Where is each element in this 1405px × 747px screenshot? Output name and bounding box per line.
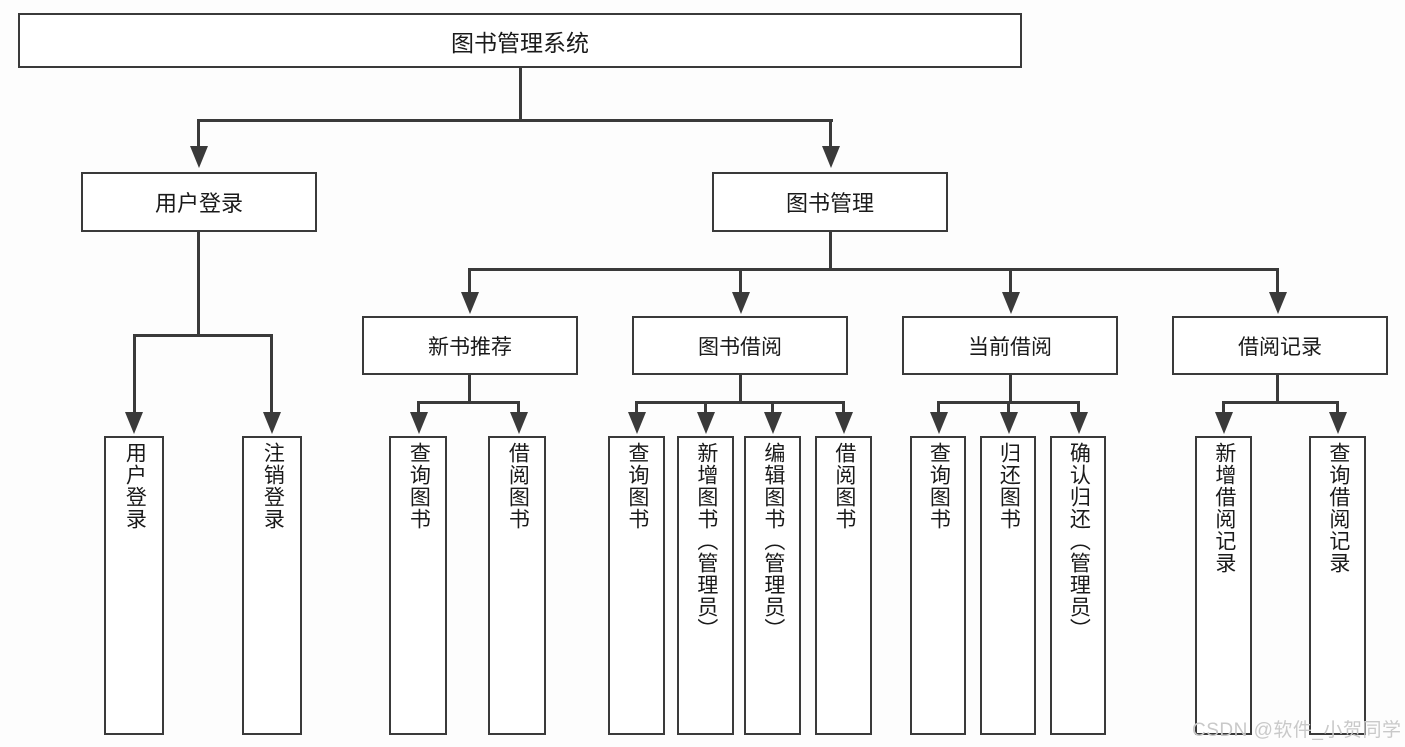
arrowhead-leaf-edit-book	[764, 412, 782, 434]
node-label: 注销登录	[261, 442, 285, 530]
connector-bb-drop-4	[842, 401, 845, 414]
arrowhead-leaf-query-book-2	[628, 412, 646, 434]
connector-user-login-drop-1	[133, 334, 136, 414]
node-root-system[interactable]: 图书管理系统	[18, 13, 1022, 68]
arrowhead-leaf-query-book-1	[410, 412, 428, 434]
connector-nbr-stem	[468, 375, 471, 403]
node-label: 图书管理	[785, 191, 874, 216]
node-label: 查询图书	[407, 442, 431, 530]
connector-br-bus	[1222, 401, 1339, 404]
arrowhead-leaf-return-book	[1000, 412, 1018, 434]
node-label: 确认归还（管理员）	[1067, 442, 1091, 640]
arrowhead-book-borrow	[732, 292, 750, 314]
arrowhead-leaf-query-record	[1329, 412, 1347, 434]
arrowhead-leaf-logout	[263, 412, 281, 434]
node-label: 新书推荐	[428, 335, 512, 359]
arrowhead-user-login	[190, 146, 208, 168]
node-borrow-record[interactable]: 借阅记录	[1172, 316, 1388, 375]
connector-cb-drop-3	[1077, 401, 1080, 414]
connector-bb-stem	[739, 375, 742, 403]
node-leaf-user-login[interactable]: 用户登录	[104, 436, 164, 735]
connector-bm-drop-new-book-rec	[468, 268, 471, 294]
node-label: 查询图书	[927, 442, 951, 530]
node-leaf-logout[interactable]: 注销登录	[242, 436, 302, 735]
connector-nbr-drop-2	[517, 401, 520, 414]
connector-br-stem	[1276, 375, 1279, 403]
arrowhead-current-borrow	[1002, 292, 1020, 314]
node-label: 编辑图书（管理员）	[761, 442, 785, 640]
connector-root-to-user-login	[197, 119, 200, 148]
node-label: 当前借阅	[968, 335, 1052, 359]
connector-br-drop-2	[1336, 401, 1339, 414]
connector-cb-stem	[1009, 375, 1012, 403]
arrowhead-book-manage	[822, 146, 840, 168]
connector-nbr-bus	[417, 401, 520, 404]
node-leaf-query-book-2[interactable]: 查询图书	[608, 436, 665, 735]
node-leaf-borrow-book-1[interactable]: 借阅图书	[488, 436, 546, 735]
connector-cb-drop-2	[1007, 401, 1010, 414]
arrowhead-leaf-add-book	[697, 412, 715, 434]
node-current-borrow[interactable]: 当前借阅	[902, 316, 1118, 375]
node-leaf-add-book[interactable]: 新增图书（管理员）	[677, 436, 734, 735]
node-label: 查询借阅记录	[1326, 442, 1350, 574]
connector-nbr-drop-1	[417, 401, 420, 414]
arrowhead-leaf-borrow-book-1	[510, 412, 528, 434]
node-leaf-add-record[interactable]: 新增借阅记录	[1195, 436, 1252, 735]
connector-user-login-bus	[133, 334, 273, 337]
connector-bm-drop-current-borrow	[1009, 268, 1012, 294]
connector-book-manage-bus	[468, 268, 1279, 271]
connector-bb-drop-3	[771, 401, 774, 414]
connector-bb-drop-2	[704, 401, 707, 414]
arrowhead-leaf-user-login	[125, 412, 143, 434]
node-book-manage[interactable]: 图书管理	[712, 172, 948, 232]
node-label: 新增借阅记录	[1212, 442, 1236, 574]
node-new-book-rec[interactable]: 新书推荐	[362, 316, 578, 375]
connector-book-manage-stem	[829, 232, 832, 270]
connector-user-login-stem	[197, 232, 200, 336]
node-leaf-query-book-3[interactable]: 查询图书	[910, 436, 966, 735]
arrowhead-leaf-confirm-return	[1070, 412, 1088, 434]
node-leaf-confirm-return[interactable]: 确认归还（管理员）	[1050, 436, 1106, 735]
node-leaf-edit-book[interactable]: 编辑图书（管理员）	[744, 436, 801, 735]
arrowhead-borrow-record	[1269, 292, 1287, 314]
node-label: 用户登录	[154, 191, 243, 216]
connector-bb-bus	[635, 401, 845, 404]
connector-root-stem	[519, 68, 522, 121]
node-leaf-return-book[interactable]: 归还图书	[980, 436, 1036, 735]
node-label: 查询图书	[625, 442, 649, 530]
connector-bb-drop-1	[635, 401, 638, 414]
node-label: 归还图书	[997, 442, 1021, 530]
watermark-text: CSDN @软件_小贺同学	[1192, 720, 1402, 741]
arrowhead-leaf-add-record	[1215, 412, 1233, 434]
node-label: 借阅记录	[1238, 335, 1322, 359]
connector-br-drop-1	[1222, 401, 1225, 414]
node-label: 图书管理系统	[451, 29, 589, 56]
node-label: 借阅图书	[506, 442, 530, 530]
node-label: 图书借阅	[698, 335, 782, 359]
node-book-borrow[interactable]: 图书借阅	[632, 316, 848, 375]
connector-user-login-drop-2	[270, 334, 273, 414]
connector-bm-drop-borrow-record	[1276, 268, 1279, 294]
connector-bm-drop-book-borrow	[739, 268, 742, 294]
node-label: 新增图书（管理员）	[694, 442, 718, 640]
arrowhead-new-book-rec	[461, 292, 479, 314]
node-leaf-borrow-book-2[interactable]: 借阅图书	[815, 436, 872, 735]
node-label: 用户登录	[123, 442, 147, 530]
connector-root-bus	[197, 119, 833, 122]
arrowhead-leaf-borrow-book-2	[835, 412, 853, 434]
node-leaf-query-book-1[interactable]: 查询图书	[389, 436, 447, 735]
node-leaf-query-record[interactable]: 查询借阅记录	[1309, 436, 1366, 735]
connector-root-to-book-manage	[829, 119, 832, 148]
node-user-login[interactable]: 用户登录	[81, 172, 317, 232]
connector-cb-drop-1	[937, 401, 940, 414]
node-label: 借阅图书	[832, 442, 856, 530]
arrowhead-leaf-query-book-3	[930, 412, 948, 434]
